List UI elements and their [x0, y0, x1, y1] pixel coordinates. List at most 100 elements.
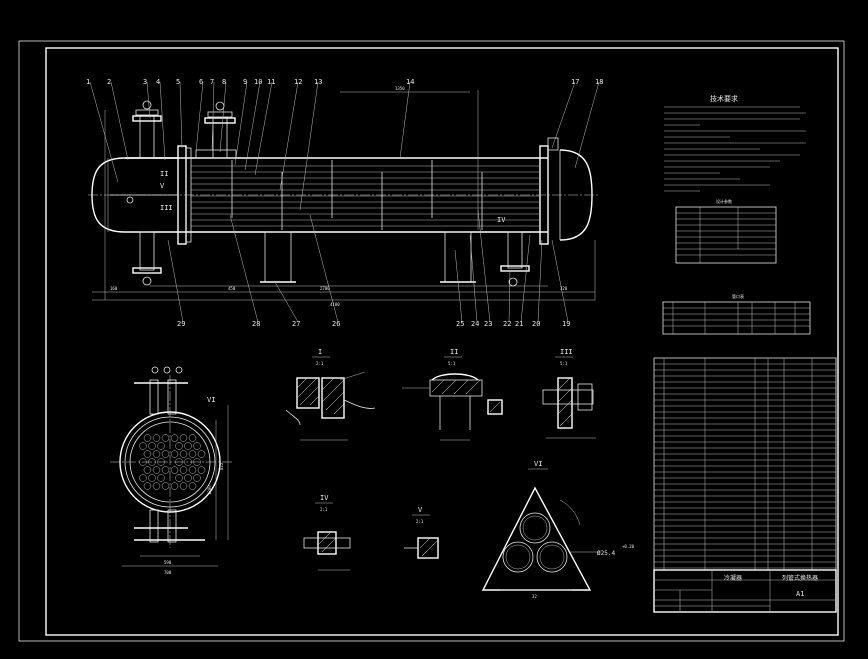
inner-border: [45, 47, 839, 636]
svg-text:6: 6: [199, 78, 203, 86]
svg-text:冷凝器: 冷凝器: [724, 574, 742, 582]
detail-III: III 5:1: [542, 348, 596, 439]
svg-text:II: II: [160, 170, 168, 178]
svg-text:2: 2: [107, 78, 111, 86]
svg-text:2700: 2700: [320, 286, 330, 291]
svg-text:28: 28: [252, 320, 260, 328]
svg-text:26: 26: [332, 320, 340, 328]
svg-text:2:1: 2:1: [416, 519, 424, 524]
tube-circle: [148, 474, 156, 482]
detail-IV: IV 2:1: [303, 494, 351, 571]
tube-circle: [179, 482, 188, 490]
tube-circle: [197, 450, 206, 458]
tube-circle: [170, 434, 179, 442]
tube-circle: [148, 442, 156, 450]
svg-text:V: V: [418, 506, 423, 514]
tube-circle: [193, 458, 201, 466]
tube-circle: [143, 450, 152, 458]
tube-circle: [143, 466, 152, 474]
svg-text:5: 5: [176, 78, 180, 86]
svg-text:5:1: 5:1: [448, 361, 456, 366]
part-numbers-bottom: 29 28 27 26 25 24 23 22 21 20 19: [177, 320, 570, 328]
tube-circle: [179, 466, 188, 474]
detail-I: I 2:1: [285, 348, 376, 441]
svg-text:V: V: [160, 182, 165, 190]
svg-text:I: I: [318, 348, 322, 356]
tube-circle: [179, 450, 188, 458]
outer-border: [18, 40, 845, 642]
tube-circle: [157, 442, 165, 450]
tube-circle: [175, 442, 183, 450]
detail-II: II 5:1: [402, 348, 503, 441]
svg-text:25: 25: [456, 320, 464, 328]
tube-circle: [170, 466, 179, 474]
svg-text:1: 1: [86, 78, 90, 86]
svg-text:3: 3: [143, 78, 147, 86]
svg-text:27: 27: [292, 320, 300, 328]
svg-text:技术要求: 技术要求: [710, 94, 738, 103]
tube-circle: [143, 482, 152, 490]
tube-circle: [143, 434, 152, 442]
tube-circle: [184, 458, 192, 466]
tube-circle: [179, 434, 188, 442]
tube-circle: [148, 458, 156, 466]
svg-text:列管式换热器: 列管式换热器: [782, 574, 818, 582]
svg-text:Ø25.4: Ø25.4: [597, 550, 615, 557]
svg-text:24: 24: [471, 320, 479, 328]
section-labels: II V III IV: [160, 170, 506, 224]
svg-text:12: 12: [294, 78, 302, 86]
svg-text:2:1: 2:1: [316, 361, 324, 366]
tube-circle: [139, 442, 147, 450]
svg-text:IV: IV: [320, 494, 329, 502]
svg-text:8: 8: [222, 78, 226, 86]
tube-circle: [193, 474, 201, 482]
tube-circle: [161, 450, 170, 458]
nozzle-tags: [126, 100, 518, 287]
svg-text:4: 4: [156, 78, 160, 86]
tube-circle: [170, 482, 179, 490]
svg-text:9: 9: [243, 78, 247, 86]
tube-circle: [152, 434, 161, 442]
svg-text:21: 21: [515, 320, 523, 328]
design-parameters-table: 设计参数: [675, 198, 777, 264]
svg-text:IV: IV: [497, 216, 506, 224]
svg-text:管口表: 管口表: [732, 293, 744, 299]
svg-text:2:1: 2:1: [320, 507, 328, 512]
svg-text:+0.20: +0.20: [622, 544, 635, 549]
svg-text:700: 700: [164, 570, 172, 575]
svg-text:II: II: [450, 348, 458, 356]
detail-VI: VI Ø25.4 +0.20 32: [481, 460, 635, 599]
svg-text:17: 17: [571, 78, 579, 86]
tube-circle: [139, 474, 147, 482]
svg-text:20: 20: [532, 320, 540, 328]
tube-circle: [161, 434, 170, 442]
nozzle-table: 管口表: [662, 293, 811, 335]
svg-text:23: 23: [484, 320, 492, 328]
tube-circle: [170, 450, 179, 458]
tube-circle: [175, 458, 183, 466]
svg-text:320: 320: [560, 286, 568, 291]
tube-circle: [152, 482, 161, 490]
tube-circle: [188, 482, 197, 490]
svg-text:14: 14: [406, 78, 414, 86]
tube-circle: [161, 482, 170, 490]
svg-text:4180: 4180: [330, 302, 340, 307]
tube-circle: [152, 450, 161, 458]
svg-text:22: 22: [503, 320, 511, 328]
technical-requirements: 技术要求: [664, 94, 806, 192]
tube-circle: [188, 450, 197, 458]
title-block: 冷凝器 列管式换热器 A1: [653, 569, 837, 613]
tube-circle: [157, 474, 165, 482]
svg-text:11: 11: [267, 78, 275, 86]
tube-circle: [193, 442, 201, 450]
svg-text:VI: VI: [534, 460, 542, 468]
svg-text:1350: 1350: [395, 86, 405, 91]
tube-circle: [188, 434, 197, 442]
tube-circle: [161, 466, 170, 474]
tube-circle: [175, 474, 183, 482]
svg-text:590: 590: [164, 560, 172, 565]
svg-text:VI: VI: [207, 396, 215, 404]
main-elevation-view: [88, 81, 600, 323]
